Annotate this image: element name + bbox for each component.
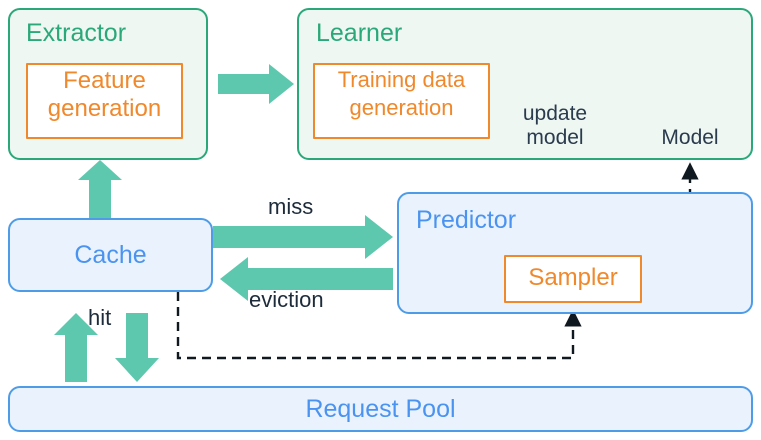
predictor-sampler-box[interactable]	[504, 255, 642, 303]
arrow-cache-to-extractor	[78, 160, 122, 218]
learner-training-data-generation-box[interactable]	[313, 63, 490, 139]
feature-generation-label-line2: generation	[47, 95, 162, 122]
training-data-generation-label-line2: generation	[349, 95, 454, 120]
training-data-generation-label-line1: Training data	[337, 67, 466, 92]
cache-title: Cache	[74, 241, 147, 269]
feature-generation-label-line1: Feature	[63, 67, 146, 94]
eviction-label: eviction	[249, 287, 324, 312]
request-pool-title: Request Pool	[305, 395, 456, 423]
extractor-title: Extractor	[26, 19, 127, 47]
arrow-cache-to-request-pool	[115, 313, 159, 382]
extractor-feature-generation-box[interactable]	[26, 63, 183, 139]
module-request-pool[interactable]	[8, 386, 753, 432]
sampler-label: Sampler	[528, 264, 618, 291]
arrow-miss	[213, 215, 393, 259]
arrow-extractor-to-learner	[218, 64, 294, 104]
learner-title: Learner	[316, 19, 403, 47]
predictor-title: Predictor	[416, 206, 517, 234]
update-model-label-line1: update	[522, 102, 588, 125]
model-caption: Model	[661, 126, 719, 149]
module-cache[interactable]	[8, 218, 213, 292]
hit-label: hit	[88, 305, 112, 330]
update-model-label-line2: model	[526, 126, 584, 149]
miss-label: miss	[268, 194, 314, 219]
